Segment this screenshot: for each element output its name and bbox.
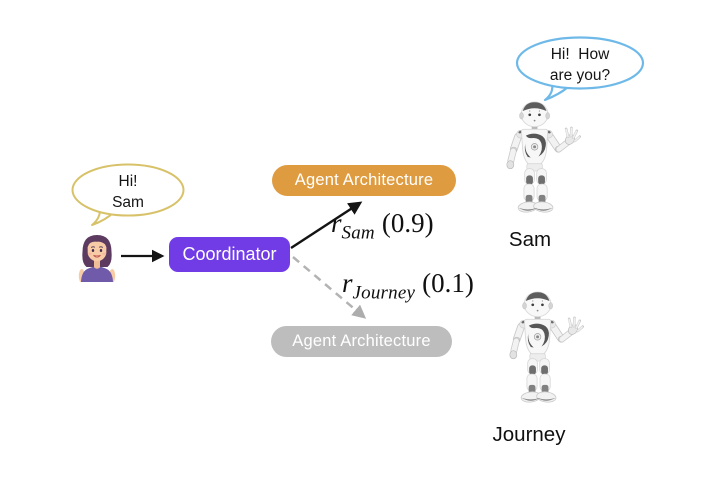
agent-architecture-box-journey: Agent Architecture <box>271 326 452 357</box>
robot-name-journey: Journey <box>492 423 566 446</box>
robot-speech-bubble <box>515 36 645 102</box>
robot-speech-line-2: are you? <box>549 67 611 84</box>
route-sam-sub: Sam <box>341 222 375 244</box>
route-journey-sub: Journey <box>352 282 416 304</box>
route-journey-var: r <box>342 268 353 298</box>
agent-architecture-box-sam: Agent Architecture <box>272 165 456 196</box>
nao-robot-journey-image <box>492 282 589 412</box>
user-speech-text: Hi! Sam <box>70 171 186 213</box>
route-sam-label: rSam (0.9) <box>331 208 434 242</box>
route-journey-label: rJourney (0.1) <box>342 268 474 302</box>
agent-architecture-label-journey: Agent Architecture <box>292 332 431 350</box>
user-speech-line-1: Hi! <box>118 173 138 190</box>
robot-name-sam: Sam <box>508 228 552 251</box>
robot-speech-line-1: Hi! How <box>550 46 610 63</box>
route-sam-weight: (0.9) <box>381 208 434 238</box>
agent-architecture-label-sam: Agent Architecture <box>294 171 434 189</box>
user-avatar <box>78 235 116 282</box>
route-journey-weight: (0.1) <box>422 268 474 298</box>
coordinator-label: Coordinator <box>182 244 277 264</box>
nao-robot-sam-image <box>489 92 586 222</box>
robot-speech-text: Hi! How are you? <box>514 44 646 86</box>
route-sam-var: r <box>331 208 342 238</box>
user-speech-line-2: Sam <box>112 194 144 211</box>
user-speech-bubble <box>71 163 185 226</box>
coordinator-box: Coordinator <box>169 237 290 272</box>
